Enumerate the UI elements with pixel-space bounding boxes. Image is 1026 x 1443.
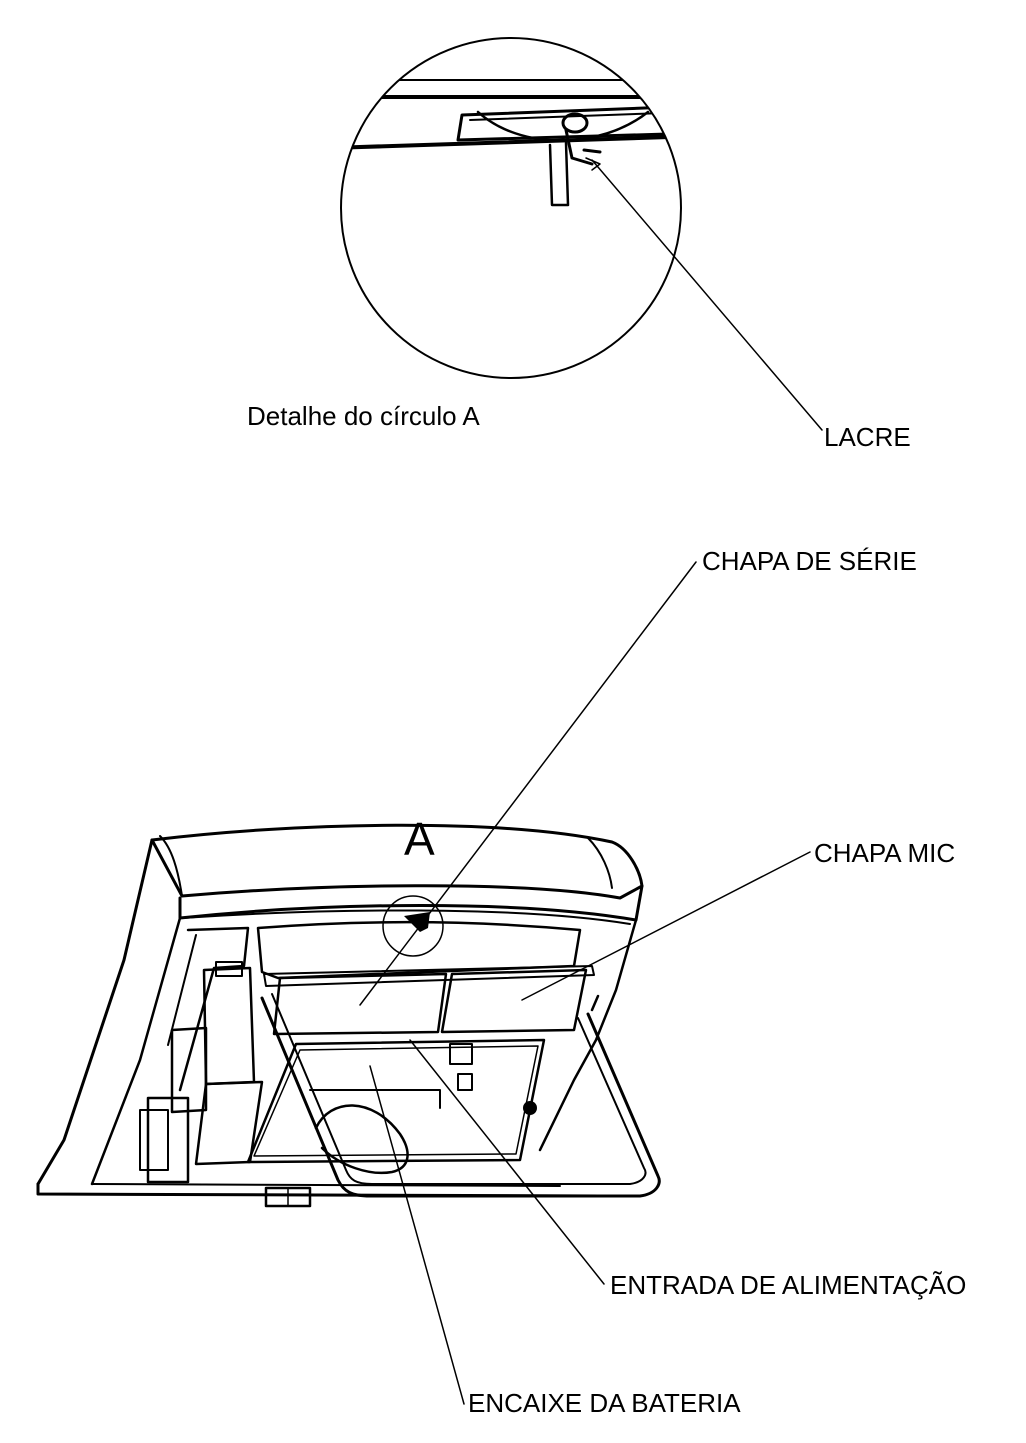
power-input-leader [409,1039,605,1285]
circle-a-marker [382,895,444,957]
detail-caption: Detalhe do círculo A [247,401,480,431]
seal-leader-line [591,159,823,431]
power-input-label: ENTRADA DE ALIMENTAÇÃO [610,1270,967,1300]
battery-slot-label: ENCAIXE DA BATERIA [468,1388,741,1418]
seal-label: LACRE [824,422,911,452]
serial-plate-label: CHAPA DE SÉRIE [702,546,917,576]
leader-lines [359,561,811,1405]
mic-plate-label: CHAPA MIC [814,838,956,868]
mic-plate [440,968,588,1034]
device-drawing [36,823,661,1208]
serial-plate [272,972,448,1036]
detail-circle [340,37,682,379]
mic-plate-leader [521,851,811,1001]
circle-a-letter: A [404,813,435,865]
serial-plate-leader [359,561,697,1006]
battery-slot-leader [369,1065,465,1405]
detail-circle-group [340,37,823,431]
